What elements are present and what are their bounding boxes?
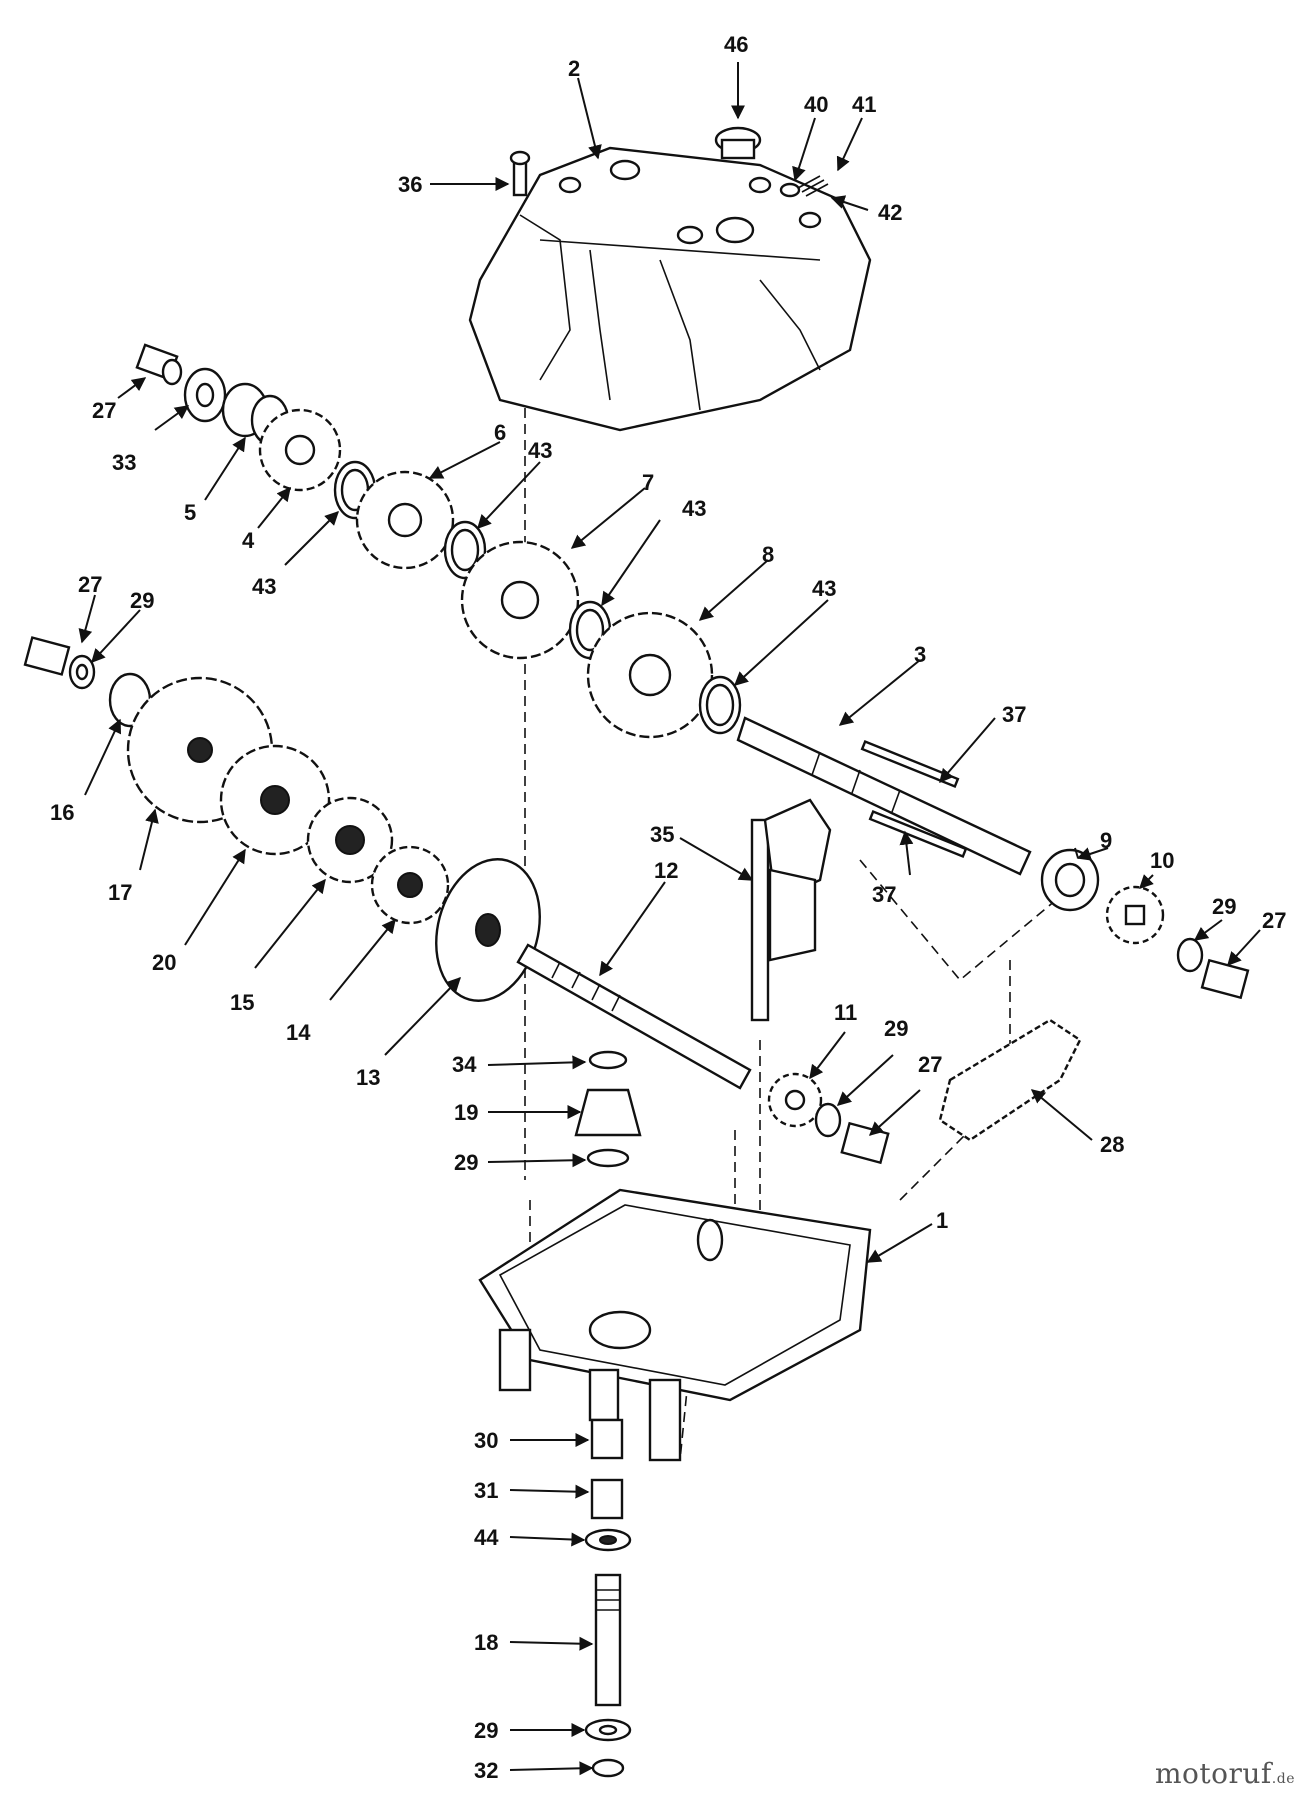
label-13: 13 [356, 1065, 380, 1090]
part-labels: 46 2 40 41 36 42 27 33 5 4 43 6 43 7 43 … [50, 32, 1286, 1783]
label-37: 37 [872, 882, 896, 907]
label-14: 14 [286, 1020, 311, 1045]
label-15: 15 [230, 990, 254, 1015]
label-43: 43 [812, 576, 836, 601]
lower-gear-row [23, 636, 541, 1002]
label-2: 2 [568, 56, 580, 81]
upper-housing [468, 146, 872, 432]
right-washer-bushing [1176, 937, 1250, 1000]
watermark-logo: motoruf.de [1155, 1757, 1295, 1790]
shift-fork [750, 798, 832, 1022]
housing-bolt [509, 150, 531, 197]
label-11: 11 [834, 1000, 857, 1025]
keys [860, 739, 968, 859]
label-3: 3 [914, 642, 926, 667]
drive-chain [938, 1018, 1082, 1142]
upper-gear-row [135, 343, 742, 739]
lower-housing [478, 1188, 872, 1462]
label-27: 27 [78, 572, 102, 597]
label-12: 12 [654, 858, 678, 883]
fill-cap [714, 126, 762, 160]
label-16: 16 [50, 800, 74, 825]
label-1: 1 [936, 1208, 948, 1233]
sprocket-11-group [767, 1072, 890, 1165]
label-41: 41 [852, 92, 876, 117]
label-27: 27 [918, 1052, 942, 1077]
label-29: 29 [1212, 894, 1236, 919]
label-7: 7 [642, 470, 654, 495]
pinion-group [574, 1050, 642, 1168]
label-35: 35 [650, 822, 674, 847]
label-27: 27 [1262, 908, 1286, 933]
label-30: 30 [474, 1428, 498, 1453]
shaft-3 [736, 716, 1032, 876]
label-32: 32 [474, 1758, 498, 1783]
lower-shaft-group [584, 1418, 632, 1778]
label-31: 31 [474, 1478, 498, 1503]
label-44: 44 [474, 1525, 499, 1550]
label-28: 28 [1100, 1132, 1124, 1157]
label-5: 5 [184, 500, 196, 525]
label-10: 10 [1150, 848, 1174, 873]
detent-spring [779, 175, 829, 198]
label-37: 37 [1002, 702, 1026, 727]
label-34: 34 [452, 1052, 477, 1077]
bearing-9 [1040, 848, 1100, 912]
label-4: 4 [242, 528, 255, 553]
label-9: 9 [1100, 828, 1112, 853]
watermark-tld: .de [1271, 1771, 1295, 1787]
label-6: 6 [494, 420, 506, 445]
label-29: 29 [474, 1718, 498, 1743]
label-27: 27 [92, 398, 116, 423]
leader-lines [78, 62, 1261, 1776]
label-29: 29 [454, 1150, 478, 1175]
label-33: 33 [112, 450, 136, 475]
label-36: 36 [398, 172, 422, 197]
watermark-name: motoruf [1154, 1757, 1272, 1790]
sprocket-10 [1105, 885, 1165, 945]
label-43: 43 [682, 496, 706, 521]
label-17: 17 [108, 880, 132, 905]
label-46: 46 [724, 32, 748, 57]
shaft-12 [516, 943, 752, 1090]
label-43: 43 [528, 438, 552, 463]
label-40: 40 [804, 92, 828, 117]
label-29: 29 [130, 588, 154, 613]
label-20: 20 [152, 950, 176, 975]
label-19: 19 [454, 1100, 478, 1125]
label-8: 8 [762, 542, 774, 567]
label-42: 42 [878, 200, 902, 225]
label-29: 29 [884, 1016, 908, 1041]
label-18: 18 [474, 1630, 498, 1655]
label-43: 43 [252, 574, 276, 599]
